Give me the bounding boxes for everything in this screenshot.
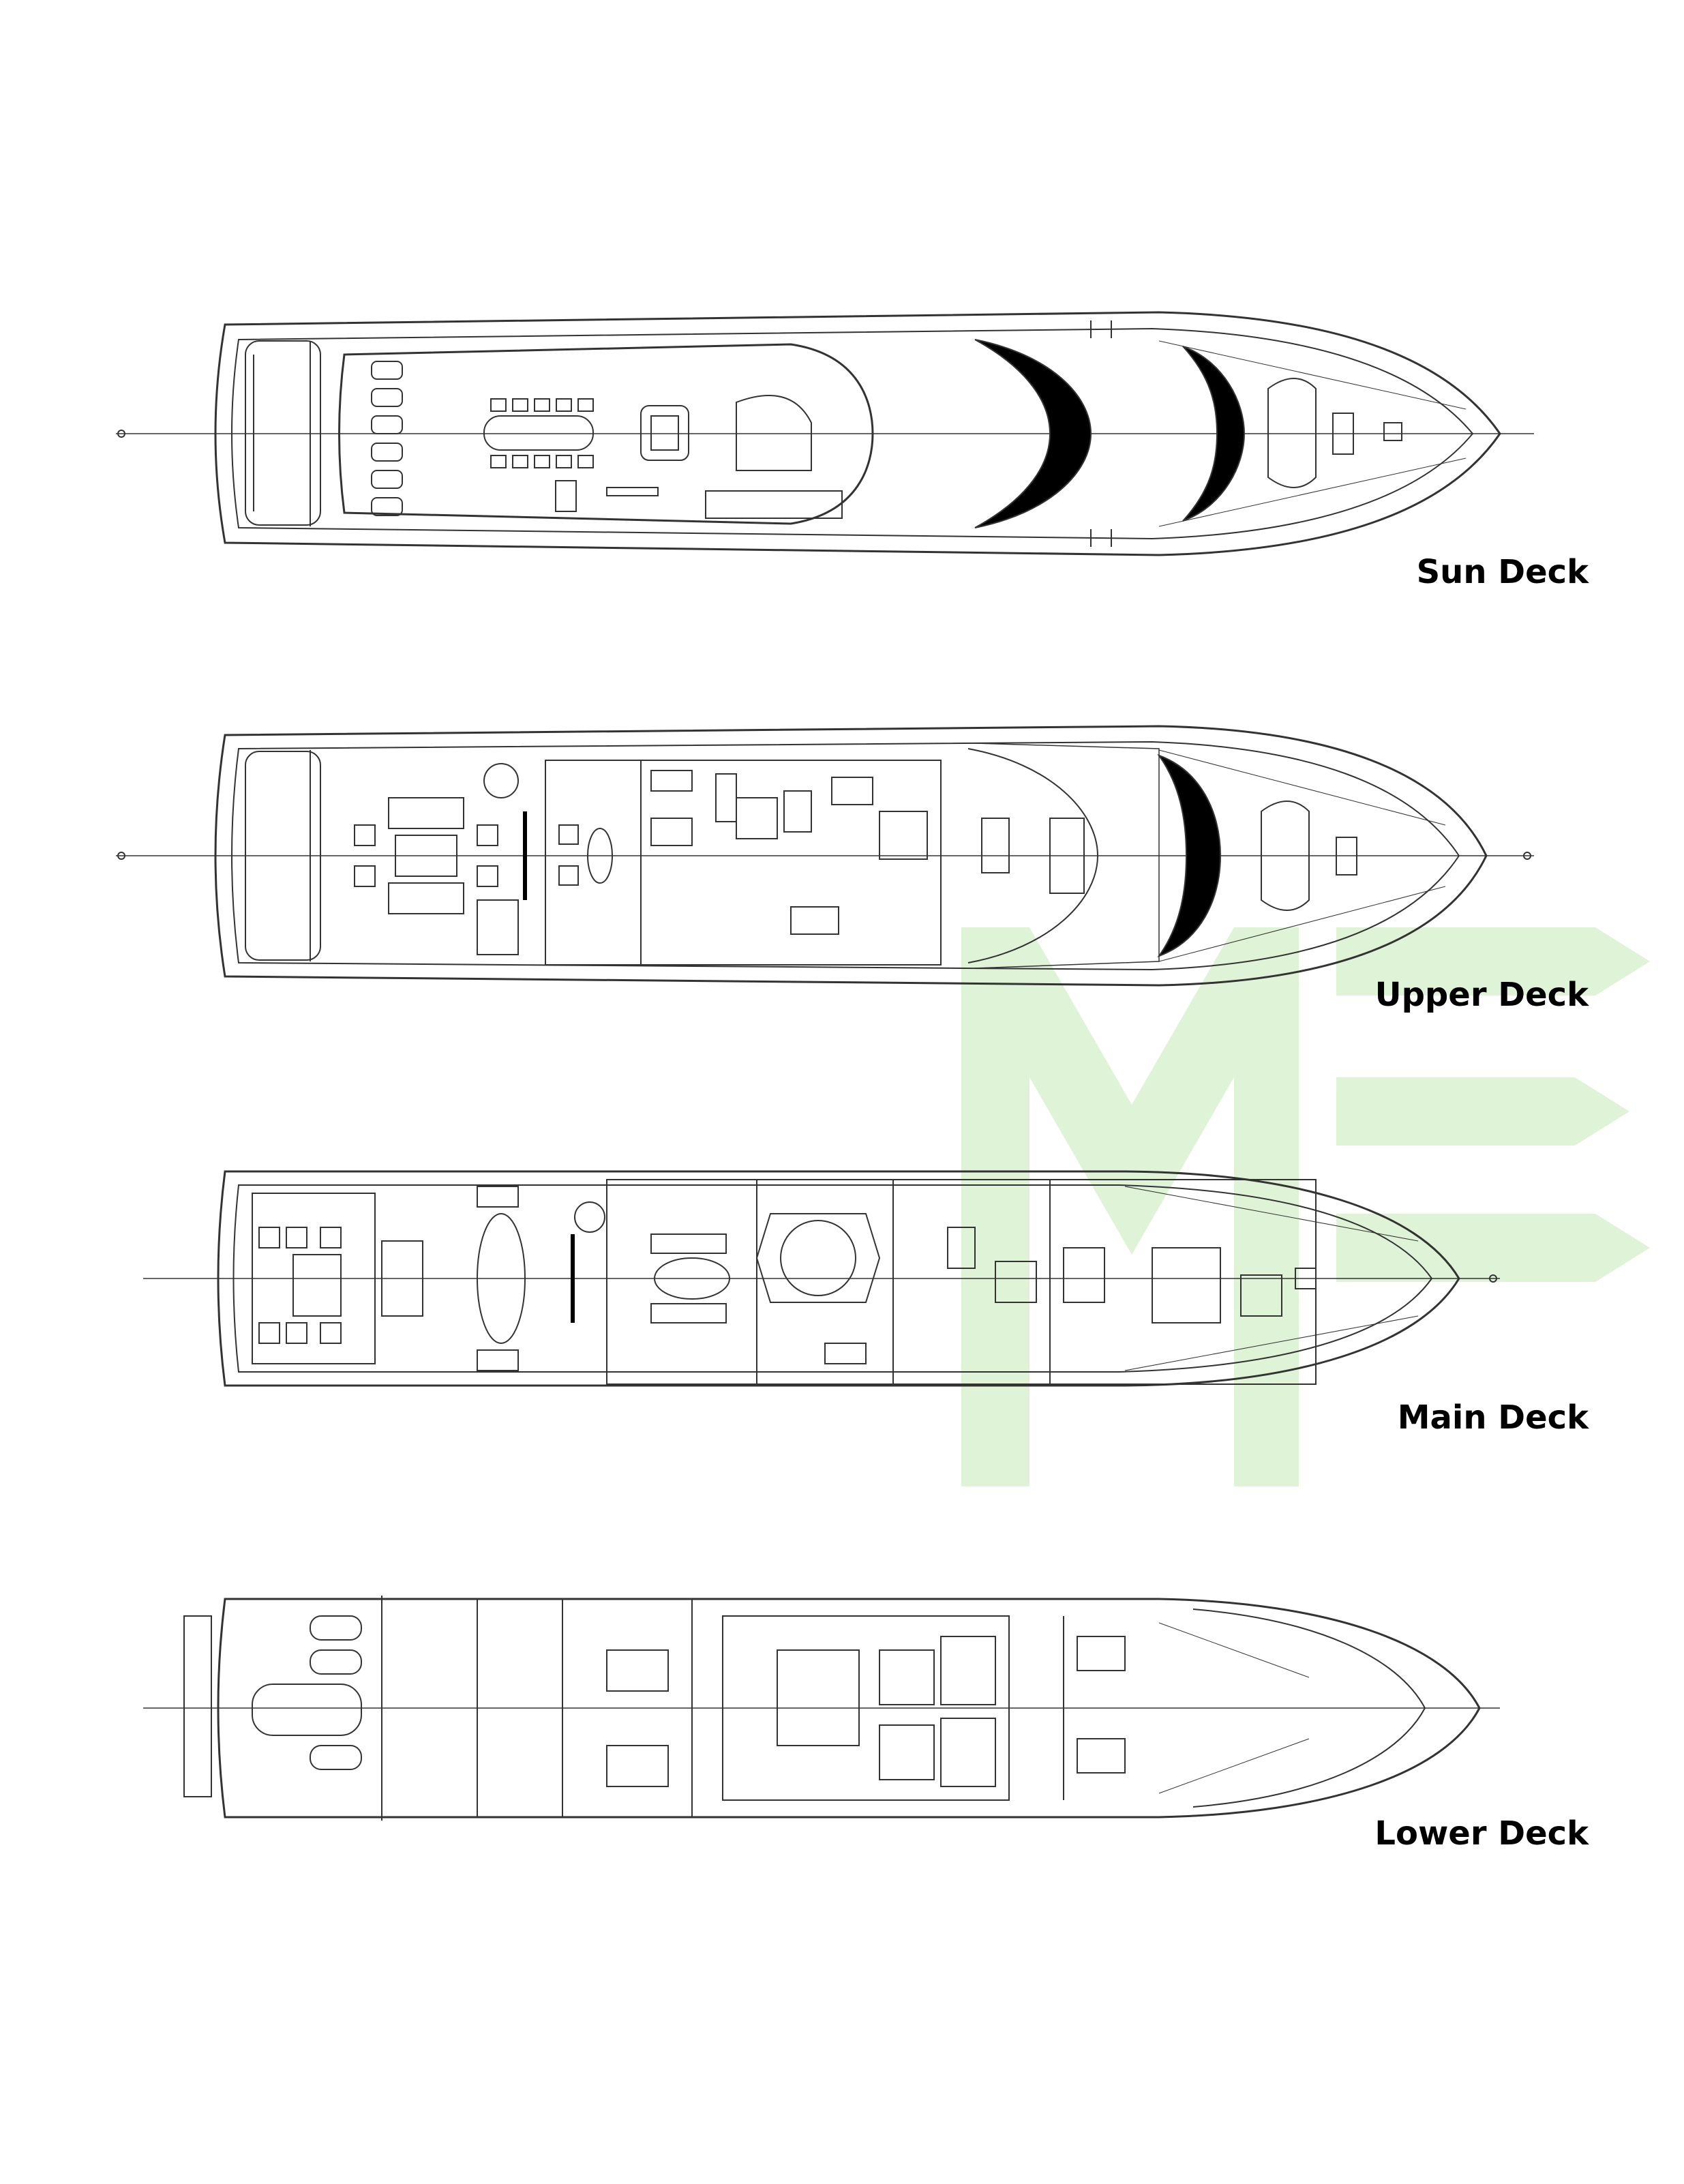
brand-logo-watermark	[961, 927, 1650, 1486]
main-deck-label: Main Deck	[1398, 1398, 1589, 1437]
sun-deck-label: Sun Deck	[1417, 553, 1589, 591]
lower-deck-label: Lower Deck	[1374, 1814, 1589, 1853]
sun-deck-plan	[116, 311, 1534, 556]
main-deck-plan	[143, 1170, 1500, 1387]
lower-deck-plan	[143, 1596, 1500, 1821]
upper-deck-label: Upper Deck	[1375, 976, 1589, 1014]
upper-deck-plan	[116, 725, 1534, 987]
